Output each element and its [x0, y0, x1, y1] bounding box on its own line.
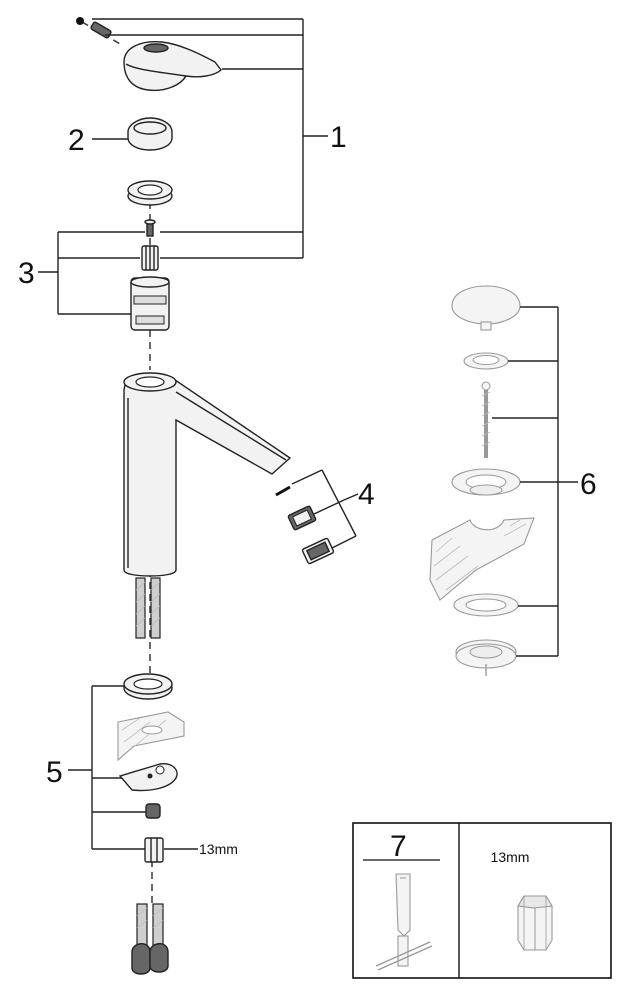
spline-adapter: [141, 245, 159, 271]
threaded-ring: [127, 180, 173, 206]
tool-wrench: [375, 873, 433, 971]
part-label-3: 3: [18, 257, 35, 290]
small-screw: [144, 219, 156, 237]
screw-axis: [81, 21, 123, 46]
mounting-ring: [123, 673, 173, 700]
leader-part-3: [38, 231, 303, 315]
hex-socket: [517, 895, 553, 951]
part-label-1: 1: [330, 121, 347, 154]
fixing-nut: [145, 803, 161, 819]
cap: [127, 117, 173, 151]
part-label-6: 6: [580, 468, 597, 501]
hex-sleeve: [144, 837, 164, 863]
aerator-set: [275, 485, 335, 565]
leader-part-1: [92, 18, 328, 258]
leader-part-4: [291, 469, 359, 549]
part-label-5: 5: [46, 756, 63, 789]
lever-handle: [123, 41, 222, 92]
wrench-size-label: 13mm: [199, 841, 238, 857]
part-label-7: 7: [390, 830, 407, 863]
tool-box: [352, 822, 612, 979]
spout-body: [123, 372, 292, 577]
hose-ends: [131, 903, 169, 975]
pop-up-waste: [429, 285, 535, 676]
cartridge: [130, 276, 170, 331]
horseshoe-clamp: [118, 763, 178, 792]
supply-hoses: [135, 577, 161, 639]
tool-size-label: 13mm: [491, 849, 530, 865]
part-label-4: 4: [358, 478, 375, 511]
counter-section: [117, 711, 185, 762]
leader-part-5: [68, 685, 146, 850]
leader-part-6: [492, 306, 578, 657]
part-label-2: 2: [68, 124, 85, 157]
